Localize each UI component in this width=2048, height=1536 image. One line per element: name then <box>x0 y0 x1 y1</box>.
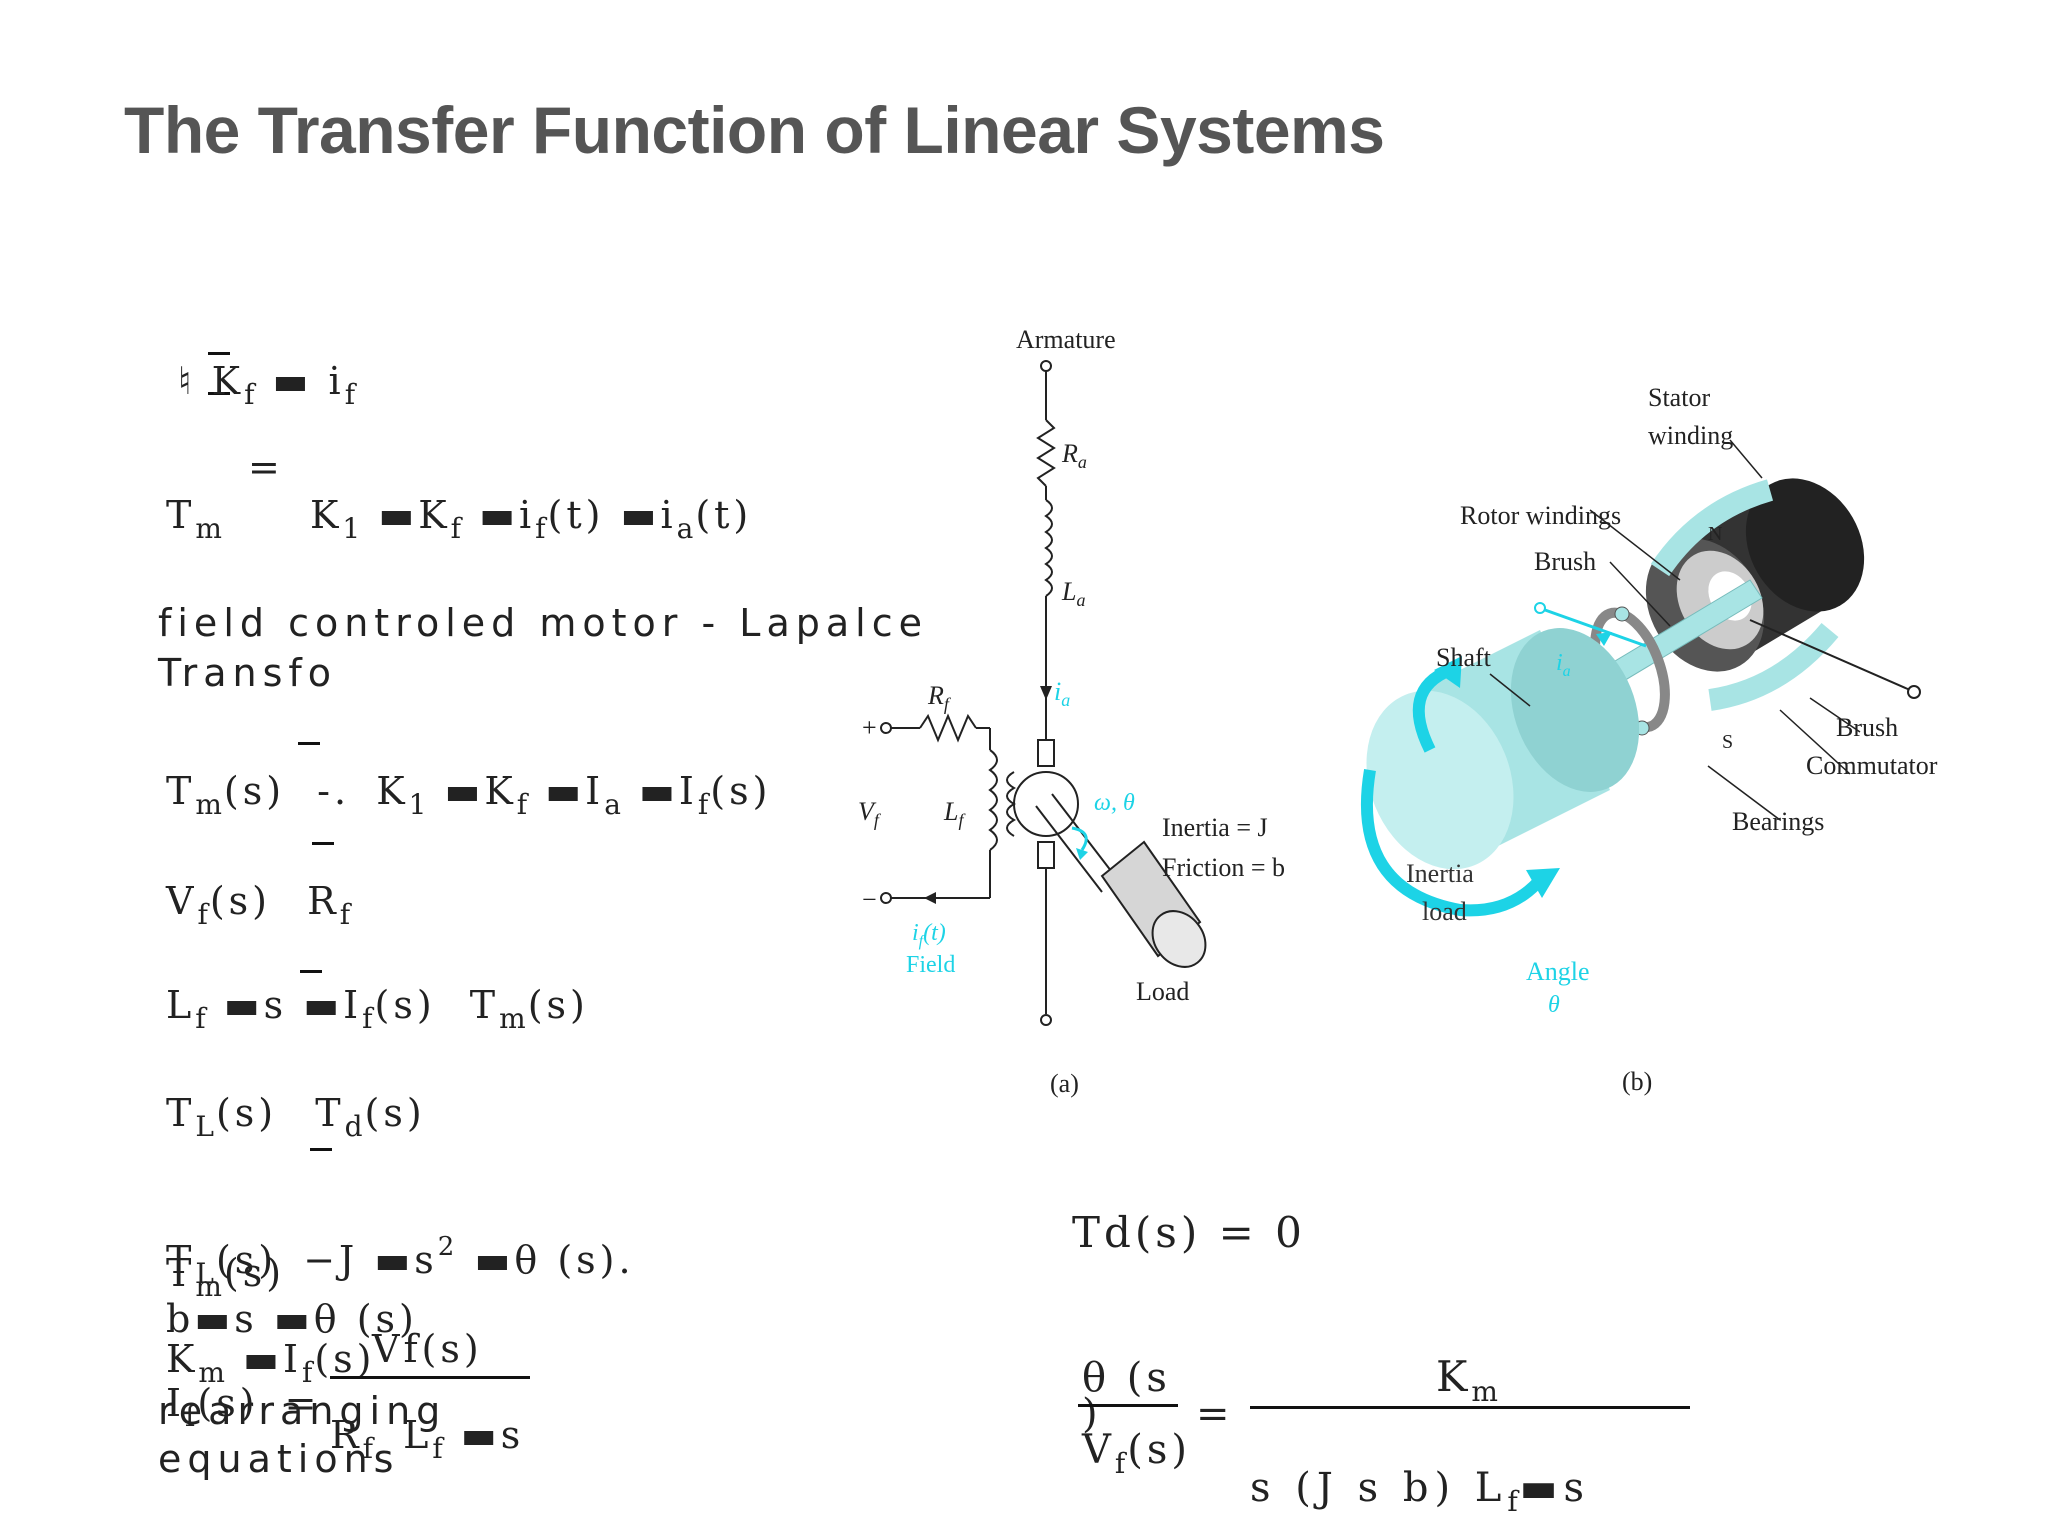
friction-term: b▬s ▬θ (s) <box>166 1297 418 1341</box>
dash-mark <box>208 352 230 355</box>
field-current-lhs: If(s) = <box>166 1381 321 1433</box>
fraction-bar <box>330 1376 530 1379</box>
tf-rhs-numerator: Km <box>1436 1352 1500 1408</box>
label-vf: Vf <box>858 797 882 830</box>
label-friction: Friction = b <box>1162 853 1285 882</box>
equals-sign: = <box>248 445 284 489</box>
label-s: S <box>1722 731 1733 753</box>
caption-equations: equations <box>158 1437 400 1481</box>
label-la: La <box>1061 577 1085 610</box>
tf-rhs-denominator: s (J s b) Lf▬s <box>1250 1465 1591 1518</box>
dash-mark <box>300 970 322 973</box>
label-ra: Ra <box>1061 439 1087 472</box>
label-load-b: load <box>1422 897 1467 926</box>
tf-numerator: θ (s <box>1082 1355 1171 1401</box>
caption-field-controlled: field controled motor - Lapalce <box>158 601 928 645</box>
dash-mark <box>298 742 320 745</box>
label-field: Field <box>906 952 955 978</box>
label-bearings: Bearings <box>1732 807 1824 836</box>
label-lf: Lf <box>943 797 966 830</box>
load-cylinder <box>1100 840 1207 968</box>
disturbance-zero: Td(s) = 0 <box>1072 1208 1306 1257</box>
field-voltage-equation: Vf(s) Rf <box>166 879 353 931</box>
tf-equals: = <box>1196 1391 1234 1437</box>
label-brush-top: Brush <box>1534 547 1596 576</box>
label-armature: Armature <box>1016 325 1116 354</box>
page-title: The Transfer Function of Linear Systems <box>124 93 1385 167</box>
tf-denominator: Vf(s) <box>1082 1427 1192 1480</box>
load-inertia-equation: TL(s) −J ▬s2 ▬θ (s). <box>166 1232 635 1290</box>
tf-fraction-bar-right <box>1250 1406 1690 1409</box>
label-stator: Stator <box>1648 383 1710 412</box>
label-brush-right: Brush <box>1836 713 1898 742</box>
label-n: N <box>1708 523 1722 545</box>
label-ia: ia <box>1054 677 1070 710</box>
caption-b: (b) <box>1622 1067 1652 1096</box>
dash-mark <box>208 392 230 395</box>
flux-equation: ♮ Kf ▬ if <box>178 359 358 411</box>
inertia-load <box>1366 628 1640 870</box>
torque-laplace-equation: Tm(s) -. K1 ▬Kf ▬Ia ▬If(s) <box>166 769 772 821</box>
label-angle-theta: θ <box>1548 992 1560 1018</box>
field-voltage-numerator: Vf(s) <box>372 1327 483 1371</box>
label-minus: − <box>862 885 877 914</box>
dash-mark <box>310 1148 332 1151</box>
dash-mark <box>312 842 334 845</box>
label-winding: winding <box>1648 421 1733 450</box>
motor-constant-term: Km ▬If(s) <box>166 1337 376 1389</box>
motor-illustration: Stator winding Rotor windings Brush Shaf… <box>1360 383 1938 1096</box>
label-load: Load <box>1136 977 1189 1006</box>
label-plus: + <box>862 713 877 742</box>
caption-a: (a) <box>1050 1069 1079 1098</box>
inductance-equation: Lf ▬s ▬If(s) Tm(s) <box>166 983 589 1035</box>
motor-torque-overlap: Tm(s) <box>166 1251 286 1303</box>
label-inertia-b: Inertia <box>1406 859 1474 888</box>
label-shaft: Shaft <box>1436 643 1492 672</box>
label-rf: Rf <box>927 681 952 714</box>
field-current-denominator: Rf Lf ▬s <box>330 1413 525 1465</box>
label-rotor-windings: Rotor windings <box>1460 501 1621 530</box>
torque-equation: Tm K1 ▬Kf ▬if(t) ▬ia(t) <box>166 493 753 545</box>
load-torque-equation: TL(s) Td(s) <box>166 1091 426 1143</box>
tf-fraction-bar-left <box>1078 1404 1178 1407</box>
label-commutator: Commutator <box>1806 751 1938 780</box>
label-ia-b: ia <box>1556 650 1571 680</box>
circuit-diagram: Armature Ra La ia Rf + − Vf Lf if(t) Fie… <box>858 325 1285 1098</box>
label-omega: ω, θ <box>1094 790 1135 816</box>
caption-rearranging: rearranging <box>158 1389 447 1433</box>
label-if: if(t) <box>912 920 946 950</box>
label-angle: Angle <box>1526 957 1590 986</box>
caption-transform: Transfo <box>158 651 338 695</box>
label-inertia: Inertia = J <box>1162 813 1268 842</box>
